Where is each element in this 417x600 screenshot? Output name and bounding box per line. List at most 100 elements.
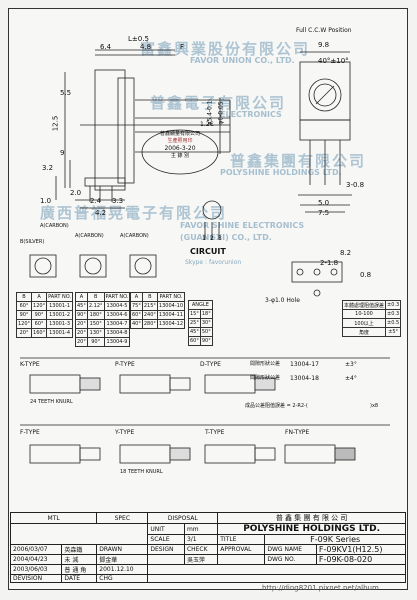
type-label: F-TYPE bbox=[20, 429, 40, 436]
circuit-label: CIRCUIT bbox=[190, 247, 226, 256]
stamp-line: 普鑫顯量有限公司 bbox=[159, 131, 200, 137]
watermark-text: FAVOR SHINE ELECTRONICS bbox=[180, 221, 305, 230]
cell: 60° bbox=[130, 310, 143, 320]
design-label: DESIGN bbox=[147, 544, 185, 555]
type-label: K-TYPE bbox=[20, 361, 40, 368]
cell: 18° bbox=[199, 309, 213, 319]
cell: 120° bbox=[31, 301, 48, 311]
type-label: FN-TYPE bbox=[285, 429, 310, 436]
dwg-name-value: F-09KV1(H12.5) bbox=[315, 544, 407, 555]
full-ccw-label: Full C.C.W Position bbox=[296, 27, 352, 34]
cell: 13001-4 bbox=[46, 328, 74, 338]
watermark-text: (GUANGXI) CO., LTD. bbox=[180, 233, 272, 242]
carbon-label: B(SILVER) bbox=[20, 239, 45, 245]
date-label: DATE bbox=[61, 574, 98, 583]
scale-label: SCALE bbox=[147, 534, 185, 545]
rev-date: 2006/03/07 bbox=[9, 544, 63, 555]
cell: 280° bbox=[141, 319, 158, 329]
cell: 13004-11 bbox=[156, 310, 186, 320]
hole-label: 3-φ1.0 Hole bbox=[265, 297, 300, 304]
dim-label: 2.4 bbox=[90, 197, 102, 205]
watermark-text: 富鑫興業股份有限公司 bbox=[140, 40, 311, 58]
cell: ±0.3 bbox=[385, 300, 402, 310]
cell: 13004-5 bbox=[103, 301, 131, 311]
th: B bbox=[86, 292, 105, 302]
cell: 13001-3 bbox=[46, 319, 74, 329]
type-note: 13004-18 bbox=[290, 375, 319, 382]
cell: 90° bbox=[75, 310, 88, 320]
pin-label: 1 bbox=[202, 235, 206, 242]
dim-label: 3.2 bbox=[42, 164, 54, 172]
th: B bbox=[141, 292, 158, 302]
cell: 90° bbox=[15, 310, 33, 320]
type-label: D-TYPE bbox=[200, 361, 221, 368]
watermark-text: POLYSHINE HOLDINGS LTD. bbox=[220, 168, 342, 177]
type-note: ±4° bbox=[345, 375, 357, 382]
chg-label: CHG bbox=[96, 574, 149, 583]
dim-label: 3.3 bbox=[112, 197, 124, 205]
cell: 13001-2 bbox=[46, 310, 74, 320]
cell: 60° bbox=[31, 319, 48, 329]
unit-label: UNIT bbox=[147, 523, 185, 535]
teeth-label: 18 TEETH KNURL bbox=[120, 469, 163, 475]
cell: 30° bbox=[199, 318, 213, 328]
rev-date: 2003/06/03 bbox=[9, 564, 63, 575]
cell: 60° bbox=[15, 301, 33, 311]
th: PART NO. bbox=[103, 292, 131, 302]
company-en: POLYSHINE HOLDINGS LTD. bbox=[217, 523, 406, 535]
th: A bbox=[130, 292, 143, 302]
dim-label: 2.0 bbox=[70, 189, 82, 197]
teeth-label: 24 TEETH KNURL bbox=[30, 399, 73, 405]
approval-label: APPROVAL bbox=[217, 544, 266, 555]
th: B bbox=[15, 292, 33, 302]
formula-text: )x8 bbox=[370, 403, 379, 409]
dim-label: 5.0 bbox=[318, 199, 330, 207]
watermark-text: FAVOR UNION CO., LTD. bbox=[190, 56, 295, 65]
th: A bbox=[75, 292, 88, 302]
cell: 40° bbox=[130, 319, 143, 329]
rev-chg: 未 減 bbox=[61, 554, 98, 565]
dim-label: 9.8 bbox=[318, 41, 330, 49]
cell: ±0.5 bbox=[385, 318, 402, 328]
drawn-label: DRAWN bbox=[96, 544, 149, 555]
production-stamp: 普鑫顯量有限公司 生產照用印 2006-3-20 主 錄 別 bbox=[148, 132, 212, 159]
cell: 90° bbox=[31, 310, 48, 320]
watermark-text: 廣西普福晃電子有限公司 bbox=[40, 204, 228, 222]
cell: 13001-1 bbox=[46, 301, 74, 311]
drawing-sheet bbox=[8, 8, 408, 590]
watermark-text: 普鑫電子有限公司 bbox=[150, 94, 287, 112]
type-note: 間隙形狀公差 bbox=[250, 361, 281, 367]
cell: 130° bbox=[86, 328, 105, 338]
cell: 75° bbox=[130, 301, 143, 311]
dim-label: 4.8 bbox=[140, 43, 152, 51]
pin-label: 3 bbox=[218, 235, 222, 242]
cell: ±0.3 bbox=[385, 309, 402, 319]
type-note: ±3° bbox=[345, 361, 357, 368]
cell: 90° bbox=[86, 337, 105, 347]
dim-label: 6.4 bbox=[100, 43, 112, 51]
cell: 角度 bbox=[341, 327, 387, 337]
dim-label: 7.5 bbox=[318, 209, 330, 217]
cell: ±5° bbox=[385, 327, 402, 337]
drawn-date: 2001.12.10 bbox=[96, 564, 149, 575]
cell: 25° bbox=[188, 318, 201, 328]
watermark-text: 普鑫集團有限公司 bbox=[230, 152, 367, 170]
dim-label: 8.2 bbox=[340, 249, 352, 257]
cell: 13004-8 bbox=[103, 328, 131, 338]
cell: 45° bbox=[75, 301, 88, 311]
cell: 20° bbox=[75, 319, 88, 329]
devision-label: DEVISION bbox=[9, 574, 63, 583]
cell: 10-100 bbox=[341, 309, 387, 319]
th: A bbox=[31, 292, 48, 302]
th: PART NO. bbox=[46, 292, 74, 302]
cell: 20° bbox=[75, 328, 88, 338]
cell: 13004-12 bbox=[156, 319, 186, 329]
rev-date: 2004/04/23 bbox=[9, 554, 63, 565]
stamp-date: 2006-3-20 bbox=[164, 145, 196, 152]
cell: 120° bbox=[15, 319, 33, 329]
dwg-no-value: F-09K-08-020 bbox=[315, 554, 407, 565]
